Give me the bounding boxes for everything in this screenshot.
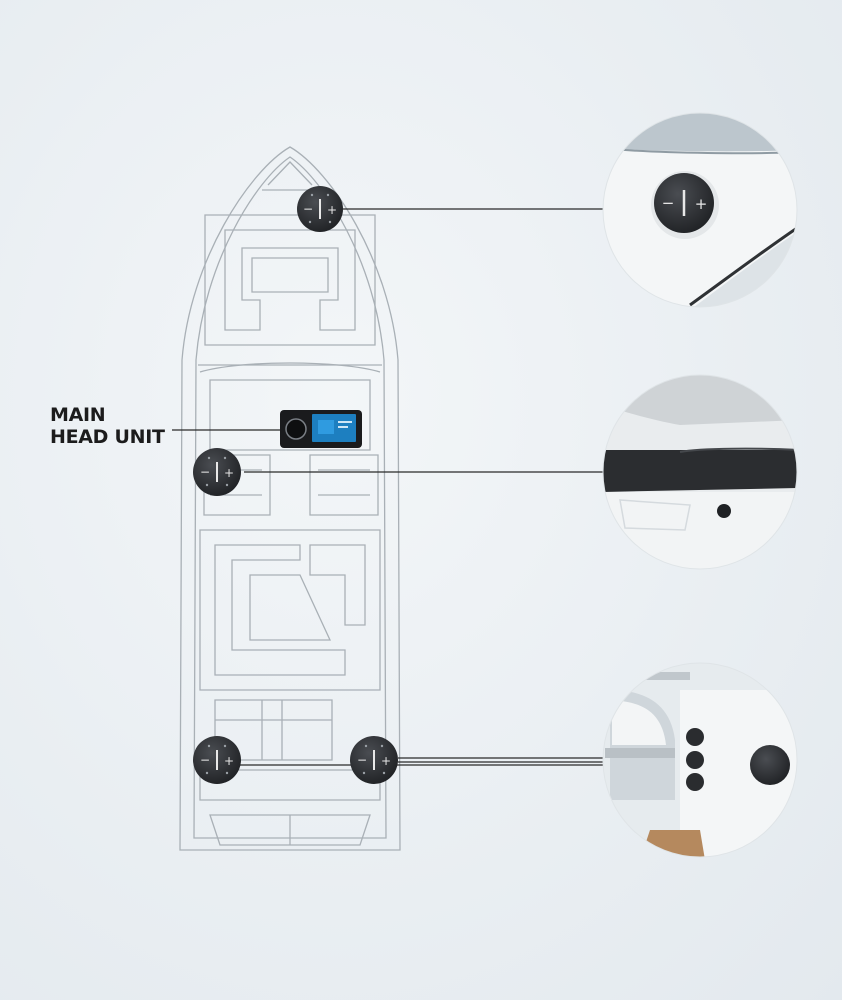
svg-text:+: +: [695, 195, 708, 213]
svg-text:+: +: [327, 203, 337, 217]
svg-text:+: +: [224, 466, 234, 480]
svg-text:−: −: [662, 194, 675, 212]
svg-text:−: −: [357, 753, 367, 767]
remote-helm: − +: [193, 448, 241, 496]
svg-text:−: −: [303, 202, 313, 216]
remote-aft-port: − +: [193, 736, 241, 784]
main-label-line1: MAIN: [50, 404, 106, 426]
photo-aft-remote: [602, 662, 798, 858]
remote-aft-starboard: − +: [350, 736, 398, 784]
svg-text:+: +: [224, 754, 234, 768]
remote-forward: − +: [297, 186, 343, 232]
main-head-unit-label: MAIN HEAD UNIT: [50, 404, 165, 448]
head-unit: [280, 410, 362, 448]
svg-text:−: −: [200, 753, 210, 767]
svg-text:+: +: [381, 754, 391, 768]
photo-helm-remote: [602, 374, 798, 570]
main-label-line2: HEAD UNIT: [50, 426, 165, 448]
connector-lines: [172, 208, 605, 766]
photo-forward-remote: − +: [602, 112, 798, 308]
svg-text:−: −: [200, 465, 210, 479]
